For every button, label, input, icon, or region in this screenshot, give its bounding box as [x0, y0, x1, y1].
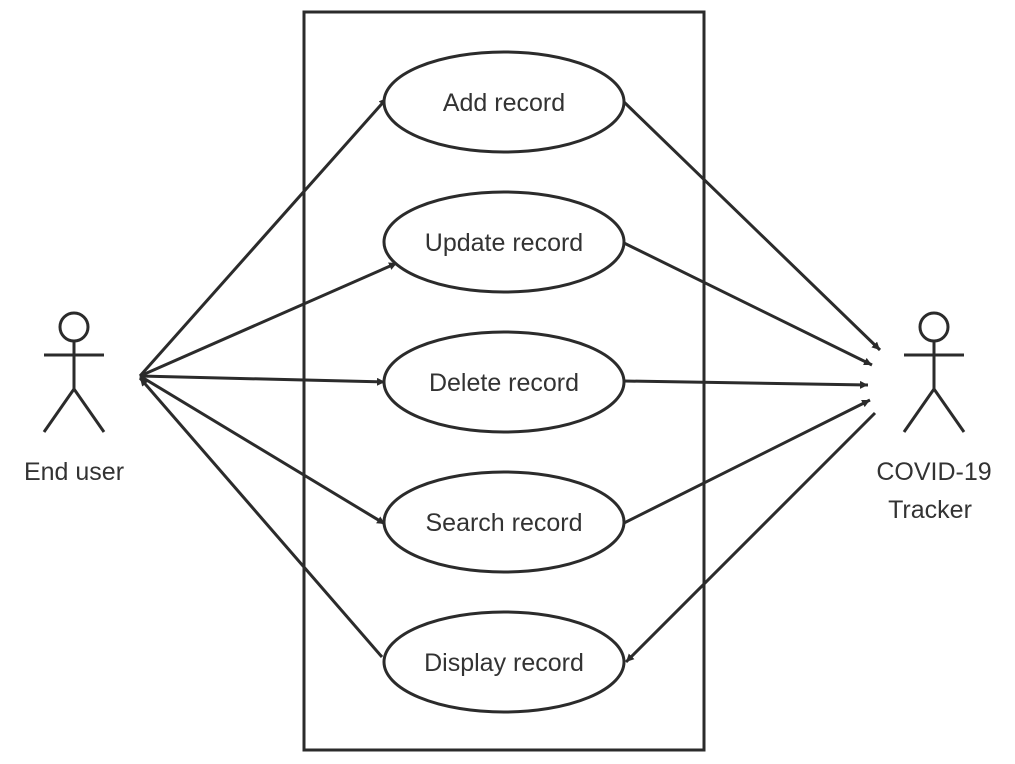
- edge-display-user: [138, 377, 384, 658]
- use-case-delete-label: Delete record: [429, 369, 579, 397]
- actor-end-user-head: [58, 311, 90, 343]
- use-case-delete-record: Delete record: [382, 330, 626, 434]
- use-case-add-label: Add record: [443, 89, 565, 117]
- use-case-display-record: Display record: [382, 610, 626, 714]
- actor-tracker-right-leg: [932, 388, 966, 433]
- use-case-add-ellipse: [382, 50, 626, 154]
- edge-user-add: [138, 97, 389, 377]
- use-case-delete-ellipse: [382, 330, 626, 434]
- actor-end-user-left-leg: [42, 388, 76, 433]
- edge-search-tracker: [623, 398, 871, 525]
- actor-end-user-right-leg: [72, 388, 106, 433]
- edge-delete-tracker: [623, 379, 869, 389]
- edge-tracker-display: [624, 411, 877, 664]
- use-case-search-label: Search record: [425, 509, 582, 537]
- use-case-display-label: Display record: [424, 649, 584, 677]
- actor-end-user-label: End user: [24, 458, 124, 486]
- edge-user-update: [139, 261, 398, 378]
- use-case-update-label: Update record: [425, 229, 583, 257]
- actor-tracker-head: [918, 311, 950, 343]
- edge-add-tracker: [622, 100, 882, 352]
- use-case-add-record: Add record: [382, 50, 626, 154]
- actor-tracker-label-line1: COVID-19: [876, 458, 991, 486]
- actor-end-user: End user: [24, 311, 124, 486]
- use-case-update-ellipse: [382, 190, 626, 294]
- use-case-display-ellipse: [382, 610, 626, 714]
- actor-tracker-left-leg: [902, 388, 936, 433]
- use-case-search-record: Search record: [382, 470, 626, 574]
- use-case-search-ellipse: [382, 470, 626, 574]
- edge-user-delete: [139, 374, 386, 386]
- use-case-update-record: Update record: [382, 190, 626, 294]
- edge-user-search: [139, 374, 386, 526]
- edge-update-tracker: [623, 241, 873, 367]
- actor-covid-tracker: COVID-19 Tracker: [876, 311, 992, 524]
- actor-tracker-label-line2: Tracker: [888, 496, 972, 524]
